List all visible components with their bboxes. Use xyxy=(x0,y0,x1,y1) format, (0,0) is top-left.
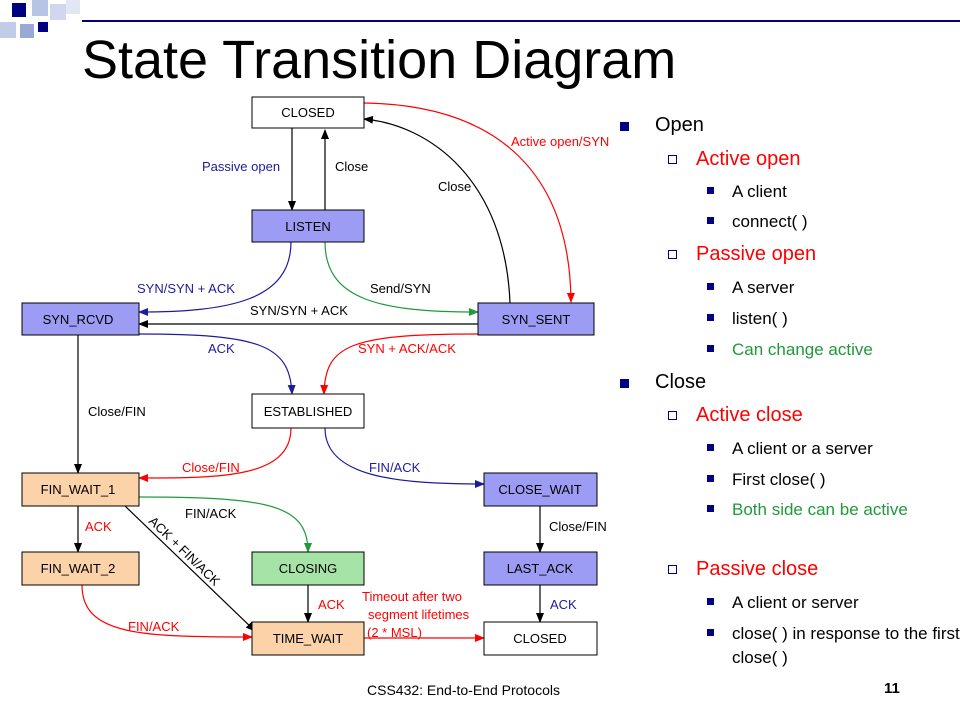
state-time-wait: TIME_WAIT xyxy=(251,621,365,656)
bullet-square-icon xyxy=(707,505,714,512)
state-fin-wait-1: FIN_WAIT_1 xyxy=(21,472,140,507)
label-fin-ack-2: FIN/ACK xyxy=(185,506,237,521)
state-closing: CLOSING xyxy=(251,551,365,586)
edge-established-closewait xyxy=(324,427,485,488)
label-passive-open: Passive open xyxy=(202,159,280,174)
edge-finwait2-timewait xyxy=(81,584,253,641)
svg-text:FIN_WAIT_2: FIN_WAIT_2 xyxy=(41,561,116,576)
hollow-square-icon xyxy=(668,565,677,574)
svg-text:CLOSE_WAIT: CLOSE_WAIT xyxy=(498,482,581,497)
label-timeout-3: (2 * MSL) xyxy=(367,625,422,640)
edge-ack-established xyxy=(138,333,296,395)
state-close-wait: CLOSE_WAIT xyxy=(483,472,598,507)
svg-text:FIN_WAIT_1: FIN_WAIT_1 xyxy=(41,482,116,497)
svg-text:LAST_ACK: LAST_ACK xyxy=(507,561,574,576)
edge-active-open xyxy=(363,102,575,303)
state-fin-wait-2: FIN_WAIT_2 xyxy=(21,551,140,586)
label-syn-ack-ack: SYN + ACK/ACK xyxy=(358,341,456,356)
label-timeout-1: Timeout after two xyxy=(362,589,462,604)
state-established: ESTABLISHED xyxy=(251,393,365,429)
hollow-square-icon xyxy=(668,155,677,164)
corner-decoration xyxy=(0,0,80,50)
label-ack-2: ACK xyxy=(85,519,112,534)
footer-text: CSS432: End-to-End Protocols xyxy=(367,682,560,698)
state-syn-rcvd: SYN_RCVD xyxy=(21,302,140,336)
hollow-square-icon xyxy=(668,411,677,420)
svg-text:LISTEN: LISTEN xyxy=(285,219,331,234)
svg-text:SYN_RCVD: SYN_RCVD xyxy=(43,312,114,327)
label-syn-syn-ack-1: SYN/SYN + ACK xyxy=(137,281,235,296)
edge-send-syn xyxy=(324,241,479,316)
label-close-fin-1: Close/FIN xyxy=(88,404,146,419)
edge-finwait1-closing xyxy=(138,496,312,553)
bullet-square-icon xyxy=(707,475,714,482)
label-ack-4: ACK xyxy=(550,597,577,612)
label-timeout-2: segment lifetimes xyxy=(368,607,470,622)
edge-listen-synrcvd xyxy=(138,241,292,316)
bullet-square-icon xyxy=(707,217,714,224)
svg-text:ESTABLISHED: ESTABLISHED xyxy=(264,404,353,419)
bullet-square-icon xyxy=(707,314,714,321)
label-close-fin-2: Close/FIN xyxy=(182,460,240,475)
state-last-ack: LAST_ACK xyxy=(483,551,598,586)
edge-synack-established xyxy=(320,333,479,395)
hollow-square-icon xyxy=(668,250,677,259)
svg-text:CLOSED: CLOSED xyxy=(281,105,334,120)
svg-text:CLOSED: CLOSED xyxy=(513,631,566,646)
label-fin-ack-1: FIN/ACK xyxy=(369,460,421,475)
bullet-square-icon xyxy=(620,122,629,131)
label-close-1: Close xyxy=(335,159,368,174)
label-ack-3: ACK xyxy=(318,597,345,612)
label-fin-ack-3: FIN/ACK xyxy=(128,619,180,634)
state-closed-bottom: CLOSED xyxy=(483,621,598,656)
edge-close-synsent xyxy=(363,115,511,304)
bullet-square-icon xyxy=(707,598,714,605)
page-title: State Transition Diagram xyxy=(82,30,677,90)
bullet-square-icon xyxy=(707,283,714,290)
state-listen: LISTEN xyxy=(251,209,365,243)
label-ack-1: ACK xyxy=(208,341,235,356)
state-closed-top: CLOSED xyxy=(251,96,365,129)
page-number: 11 xyxy=(884,680,900,697)
bullet-square-icon xyxy=(620,379,629,388)
bullet-square-icon xyxy=(707,345,714,352)
svg-text:TIME_WAIT: TIME_WAIT xyxy=(273,631,343,646)
title-rule xyxy=(82,20,960,22)
edge-established-finwait1 xyxy=(138,427,292,482)
bullet-square-icon xyxy=(707,444,714,451)
bullet-square-icon xyxy=(707,187,714,194)
edge-finwait1-timewait xyxy=(124,505,256,632)
label-close-fin-3: Close/FIN xyxy=(549,519,607,534)
svg-text:CLOSING: CLOSING xyxy=(279,561,338,576)
label-ack-fin-ack: ACK + FIN/ACK xyxy=(146,513,223,589)
state-syn-sent: SYN_SENT xyxy=(477,302,595,336)
label-close-2: Close xyxy=(438,179,471,194)
label-send-syn: Send/SYN xyxy=(370,281,431,296)
bullet-square-icon xyxy=(707,629,714,636)
label-active-open-syn: Active open/SYN xyxy=(511,134,609,149)
label-syn-syn-ack-2: SYN/SYN + ACK xyxy=(250,303,348,318)
svg-text:SYN_SENT: SYN_SENT xyxy=(502,312,571,327)
